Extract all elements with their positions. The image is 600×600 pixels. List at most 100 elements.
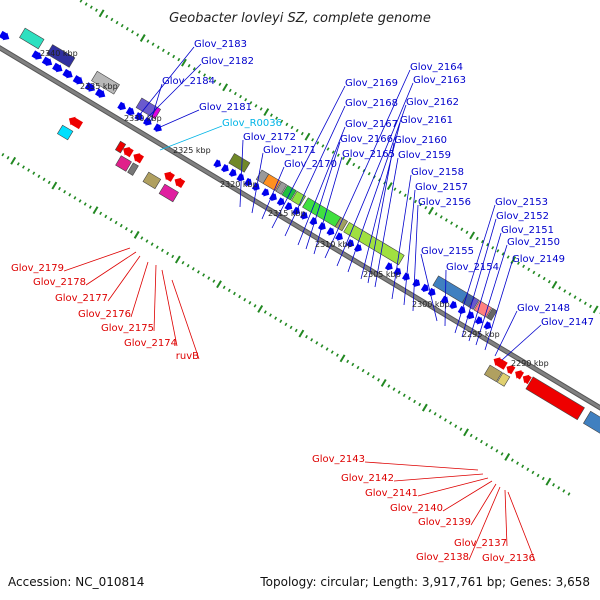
tick-mark xyxy=(243,297,247,302)
leader-line xyxy=(130,261,149,318)
tick-mark xyxy=(47,180,51,185)
cds-forward-arrow xyxy=(474,316,483,325)
cds-forward-arrow xyxy=(221,164,229,173)
cds-forward-arrow xyxy=(72,75,83,85)
tick-mark xyxy=(263,310,267,314)
tick-mark xyxy=(339,354,346,363)
gene-block xyxy=(343,221,405,266)
cds-forward-arrow xyxy=(326,227,335,236)
tick-mark xyxy=(321,144,325,148)
gene-block xyxy=(275,181,288,195)
tick-mark xyxy=(438,415,442,419)
cds-forward-arrow xyxy=(143,117,152,126)
cds-forward-arrow xyxy=(269,192,277,202)
kbp-label: 2315 kbp xyxy=(268,209,306,218)
tick-mark xyxy=(459,427,463,431)
gene-label: Glov_2178 xyxy=(33,277,86,288)
tick-mark xyxy=(486,242,490,247)
tick-mark xyxy=(397,390,401,394)
tick-mark xyxy=(583,301,587,305)
tick-mark xyxy=(522,264,526,268)
tick-mark xyxy=(16,162,20,166)
leader-line xyxy=(507,491,536,562)
tick-mark xyxy=(537,273,541,278)
tick-mark xyxy=(419,202,423,207)
tick-mark xyxy=(491,246,495,250)
tick-mark xyxy=(79,0,83,3)
tick-mark xyxy=(557,486,561,490)
kbp-label: 2335 kbp xyxy=(80,82,118,91)
tick-mark xyxy=(424,205,428,210)
tick-mark xyxy=(139,34,146,42)
leader-line xyxy=(364,461,479,471)
feature-layer xyxy=(0,27,600,434)
leader-line xyxy=(504,489,508,547)
tick-mark xyxy=(320,344,324,348)
tick-mark xyxy=(558,286,562,290)
gene-label: Glov_2163 xyxy=(413,75,466,86)
gene-label: Glov_2137 xyxy=(454,538,507,549)
tick-mark xyxy=(120,23,124,28)
tick-mark xyxy=(386,182,393,191)
tick-mark xyxy=(83,202,87,206)
cds-forward-arrow xyxy=(420,283,429,293)
tick-mark xyxy=(248,301,252,305)
tick-mark xyxy=(213,79,217,83)
gene-label: Glov_2159 xyxy=(398,150,451,161)
tick-mark xyxy=(275,116,279,120)
gene-label: Glov_2153 xyxy=(495,197,548,208)
gene-block xyxy=(468,297,480,310)
tick-mark xyxy=(326,147,330,151)
tick-mark xyxy=(253,304,257,308)
gene-label: Glov_2154 xyxy=(446,262,499,273)
tick-mark xyxy=(130,230,134,234)
cds-forward-arrow xyxy=(228,168,237,177)
gene-block xyxy=(334,216,349,232)
leader-line xyxy=(403,189,416,306)
kbp-label: 2330 kbp xyxy=(124,114,162,123)
tick-mark xyxy=(413,399,417,404)
tick-mark xyxy=(450,221,454,225)
gene-block xyxy=(142,171,162,190)
tick-mark xyxy=(463,428,469,437)
tick-mark xyxy=(68,193,72,197)
cds-forward-arrow xyxy=(284,202,293,211)
tick-mark xyxy=(84,2,88,6)
tick-mark xyxy=(146,39,150,43)
tick-mark xyxy=(460,227,464,231)
tick-mark xyxy=(501,252,505,256)
tick-mark xyxy=(331,150,335,154)
map-title: Geobacter lovleyi SZ, complete genome xyxy=(169,11,431,26)
kbp-label: 2290 kbp xyxy=(511,359,549,368)
tick-mark xyxy=(269,313,272,317)
tick-mark xyxy=(88,205,92,209)
tick-mark xyxy=(167,51,170,56)
tick-mark xyxy=(192,67,196,71)
gene-label: Glov_2161 xyxy=(400,115,453,126)
tick-mark xyxy=(315,341,319,345)
tick-mark xyxy=(197,70,201,74)
tick-mark xyxy=(263,108,270,116)
leader-line xyxy=(454,204,496,334)
tick-mark xyxy=(346,359,350,364)
gene-label: Glov_2168 xyxy=(345,98,398,109)
leader-line xyxy=(494,310,518,357)
tick-mark xyxy=(133,230,140,239)
tick-mark xyxy=(305,334,308,339)
gene-label: Glov_2169 xyxy=(345,78,398,89)
tick-mark xyxy=(421,403,428,412)
cds-forward-arrow xyxy=(62,68,73,79)
tick-mark xyxy=(171,254,175,259)
cds-forward-arrow xyxy=(244,177,252,187)
gene-label: Glov_2183 xyxy=(194,39,247,50)
gene-block xyxy=(228,153,251,173)
tick-mark xyxy=(233,291,236,296)
cds-forward-arrow xyxy=(261,188,270,197)
leader-line xyxy=(442,480,493,512)
tick-mark xyxy=(98,9,105,18)
tick-mark xyxy=(310,338,314,342)
tick-mark xyxy=(490,446,494,450)
tick-mark xyxy=(42,177,46,182)
cds-forward-arrow xyxy=(251,182,260,191)
leader-line xyxy=(149,83,163,125)
